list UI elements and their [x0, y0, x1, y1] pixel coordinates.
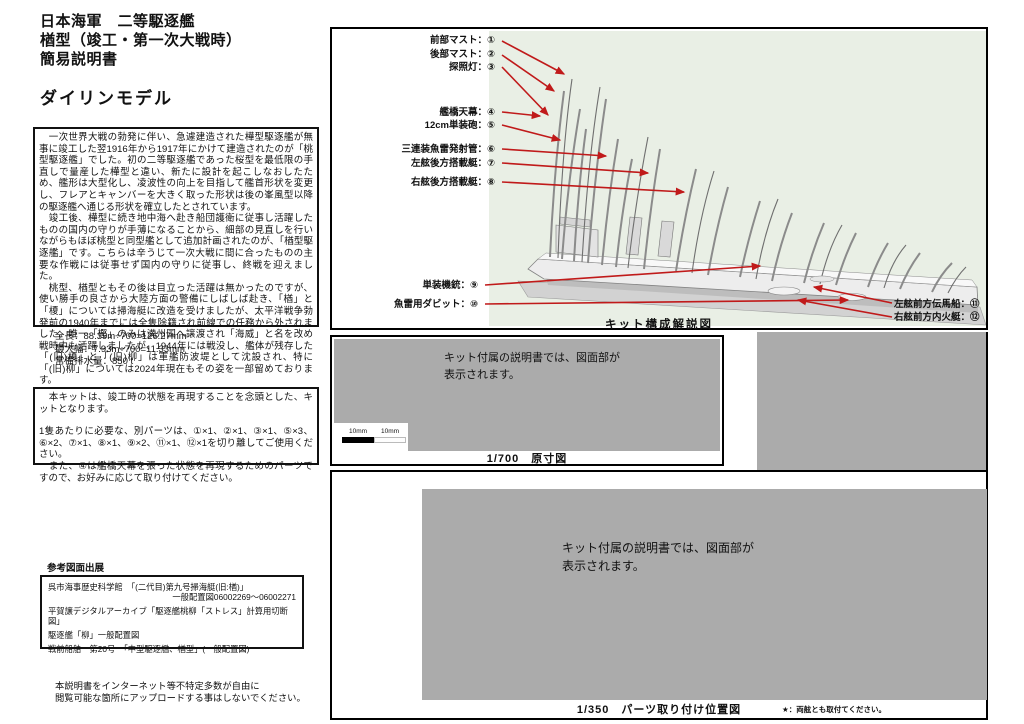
reference-item: 駆逐艦「柳」一般配置図 — [48, 630, 140, 640]
boat-part — [767, 286, 801, 296]
callout-12cm-gun: 12cm単装砲：⑤ — [424, 120, 495, 131]
scale-label: 10mm — [380, 428, 400, 435]
title-line-2: 楢型（竣工・第一次大戦時） — [40, 32, 242, 49]
warning-line: 閲覧可能な箇所にアップロードする事はしないでください。 — [55, 692, 306, 703]
hidden-drawing-area-350 — [422, 489, 987, 700]
kit-notes-box: 本キットは、竣工時の状態を再現することを念頭とした、キットとなります。 1隻あた… — [33, 387, 319, 484]
plan-350-notice: キット付属の説明書では、図面部が 表示されます。 — [562, 540, 754, 575]
kit-note: 本キットは、竣工時の状態を再現することを念頭とした、キットとなります。 — [39, 392, 313, 415]
printed-part-spikes-thin — [557, 78, 967, 294]
history-paragraph: 桃型、楢型ともその後は目立った活躍は無かったのですが、使い勝手の良さから大陸方面… — [39, 282, 313, 387]
callout-stbd-fwd-boat: 右舷前方内火艇：⑫ — [894, 312, 980, 323]
plan-700-notice: キット付属の説明書では、図面部が 表示されます。 — [444, 350, 620, 383]
callout-searchlight: 探照灯：③ — [448, 62, 495, 73]
reference-item: 戦前船舶 第20号 「中型駆逐艦、楢型」(一般配置図) — [48, 644, 250, 654]
callout-arrows — [484, 40, 893, 318]
references-heading: 参考図面出展 — [47, 563, 105, 574]
scale-label: 10mm — [348, 428, 368, 435]
kit-note: また、④は艦橋天幕を張った状態を再現するためのパーツですので、お好みに応じて取り… — [39, 460, 313, 484]
notice-line: 表示されます。 — [562, 558, 645, 573]
callout-stbd-aft-boat: 右舷後方搭載艇：⑧ — [410, 177, 495, 188]
spec-length: 全長：88.39m÷700=126.27mm — [55, 331, 187, 342]
kit-note: 1隻あたりに必要な、別パーツは、①×1、②×1、③×1、⑤×3、⑥×2、⑦×1、… — [39, 426, 313, 461]
callout-machine-gun: 単装機銃：⑨ — [422, 280, 478, 291]
callout-port-fwd-boat: 左舷前方伝馬船：⑪ — [894, 299, 980, 310]
warning-line: 本説明書をインターネット等不特定多数が自由に — [55, 681, 260, 691]
upload-warning: 本説明書をインターネット等不特定多数が自由に 閲覧可能な箇所にアップロードする事… — [55, 681, 306, 704]
scale-bar-white-segment — [374, 437, 406, 443]
kit-diagram-panel: 前部マスト：① 後部マスト：② 探照灯：③ 艦橋天幕：④ 12cm単装砲：⑤ 三… — [330, 27, 988, 331]
history-paragraph: 一次世界大戦の勃発に伴い、急遽建造された樺型駆逐艦が無事に竣工した翌1916年か… — [39, 132, 313, 213]
ship-render — [484, 40, 986, 326]
funnel — [657, 220, 675, 258]
reference-item: 一般配置図06002269～06002271 — [172, 592, 296, 602]
history-paragraph: 竣工後、樺型に続き地中海へ赴き船団護衛に従事し活躍したものの国内の守りが手薄にな… — [39, 213, 313, 283]
callout-front-mast: 前部マスト：① — [429, 35, 495, 46]
notice-line: キット付属の説明書では、図面部が — [562, 541, 755, 555]
reference-item: 呉市海事歴史科学館 「(二代目)第九号掃海艇(旧:楢)」 — [48, 582, 249, 592]
history-text-box: 一次世界大戦の勃発に伴い、急遽建造された樺型駆逐艦が無事に竣工した翌1916年か… — [33, 127, 319, 386]
boat-part — [809, 275, 835, 283]
callout-torpedo-davit: 魚雷用ダビット：⑩ — [393, 299, 478, 310]
callout-torpedo-tubes: 三連装魚雷発射管：⑥ — [401, 144, 495, 155]
references-box: 呉市海事歴史科学館 「(二代目)第九号掃海艇(旧:楢)」 一般配置図060022… — [40, 575, 304, 654]
reference-item: 平賀譲デジタルアーカイブ「駆逐艦桃柳「ストレス」計算用切断図」 — [48, 606, 288, 626]
spec-beam: 最大幅：7.93m÷700=11.33mm — [55, 343, 185, 355]
spec-displacement: 常備排水量：850 t — [55, 356, 134, 367]
both-sides-note: ★：両舷とも取付てください。 — [782, 705, 886, 714]
scale-bar-black-segment — [342, 437, 374, 443]
callout-port-aft-boat: 左舷後方搭載艇：⑦ — [410, 158, 495, 169]
scale-bar-area: 10mm 10mm — [334, 423, 408, 451]
hidden-drawing-area-side — [757, 332, 988, 470]
title-line-3: 簡易説明書 — [40, 51, 118, 68]
diagram-caption: キット構成解説図 — [605, 319, 713, 331]
notice-line: 表示されます。 — [444, 368, 520, 381]
page-title: 日本海軍 二等駆逐艦 楢型（竣工・第一次大戦時） 簡易説明書 — [40, 12, 242, 69]
plan-700-caption: 1/700 原寸図 — [486, 453, 568, 465]
spec-list: 全長：88.39m÷700=126.27mm 最大幅：7.93m÷700=11.… — [55, 331, 187, 369]
plan-700-panel: 10mm 10mm キット付属の説明書では、図面部が 表示されます。 1/700… — [330, 335, 724, 466]
plan-350-panel: キット付属の説明書では、図面部が 表示されます。 1/350 パーツ取り付け位置… — [330, 470, 988, 720]
title-line-1: 日本海軍 二等駆逐艦 — [40, 13, 196, 30]
plan-350-caption: 1/350 パーツ取り付け位置図 — [576, 704, 742, 716]
funnel — [625, 216, 643, 256]
callout-bridge-canopy: 艦橋天幕：④ — [439, 107, 495, 118]
callout-rear-mast: 後部マスト：② — [429, 49, 495, 60]
notice-line: キット付属の説明書では、図面部が — [444, 352, 620, 364]
printed-part-spikes — [549, 90, 953, 293]
maker-name: ダイリンモデル — [40, 89, 173, 108]
